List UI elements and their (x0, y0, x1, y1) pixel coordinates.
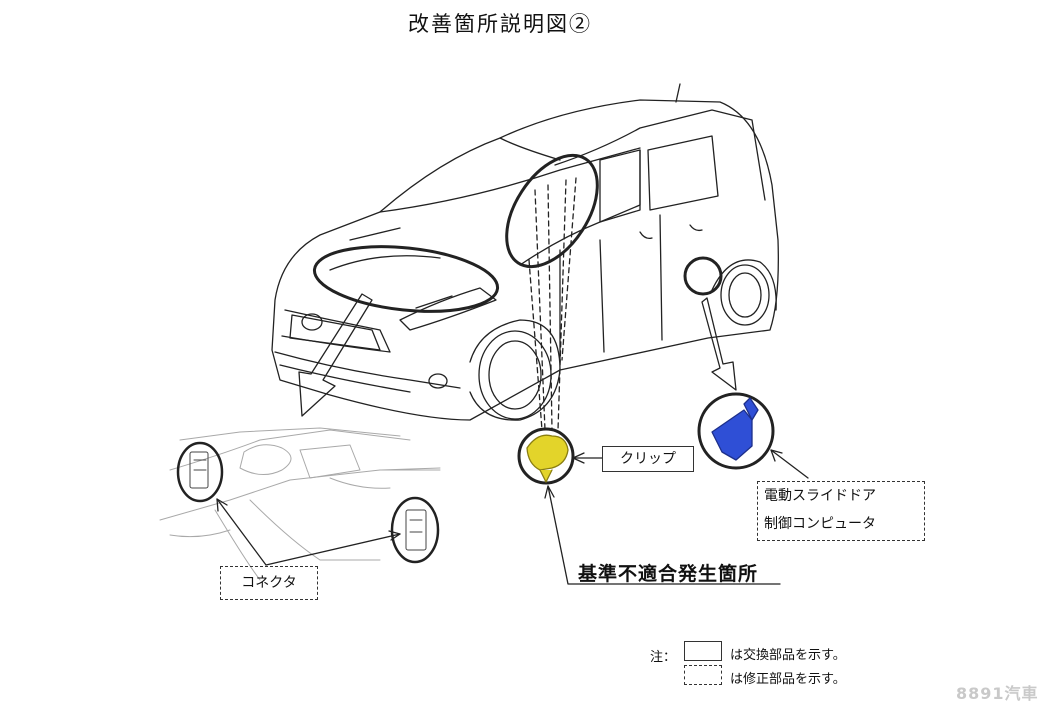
ecu-label-line2: 制御コンピュータ (764, 516, 876, 532)
clip-detail (517, 427, 575, 485)
connector-label: コネクタ (220, 566, 318, 600)
ecu-label-line1: 電動スライドドア (764, 488, 876, 504)
watermark: 8891汽車 (956, 684, 1039, 703)
hood-arrow (298, 293, 373, 417)
connector-parts (189, 451, 427, 551)
highlight-ellipses (312, 153, 723, 313)
harness-dashed-lines (528, 177, 577, 431)
legend-solid-box (684, 641, 722, 661)
defect-location-label: 基準不適合発生箇所 (578, 563, 759, 585)
clip-label: クリップ (602, 446, 694, 472)
ecu-arrow (701, 297, 737, 391)
legend-dashed-box (684, 665, 722, 685)
car-illustration (271, 83, 779, 421)
legend-dashed-text: は修正部品を示す。 (730, 672, 846, 687)
page-title: 改善箇所説明図② (408, 12, 592, 36)
interior-sketch (159, 427, 441, 581)
legend-solid-text: は交換部品を示す。 (730, 648, 846, 663)
connector-circles (176, 441, 440, 564)
legend-prefix: 注： (650, 650, 677, 665)
ecu-detail (697, 392, 775, 470)
leader-lines (216, 449, 809, 585)
ecu-label: 電動スライドドア 制御コンピュータ (757, 481, 925, 541)
